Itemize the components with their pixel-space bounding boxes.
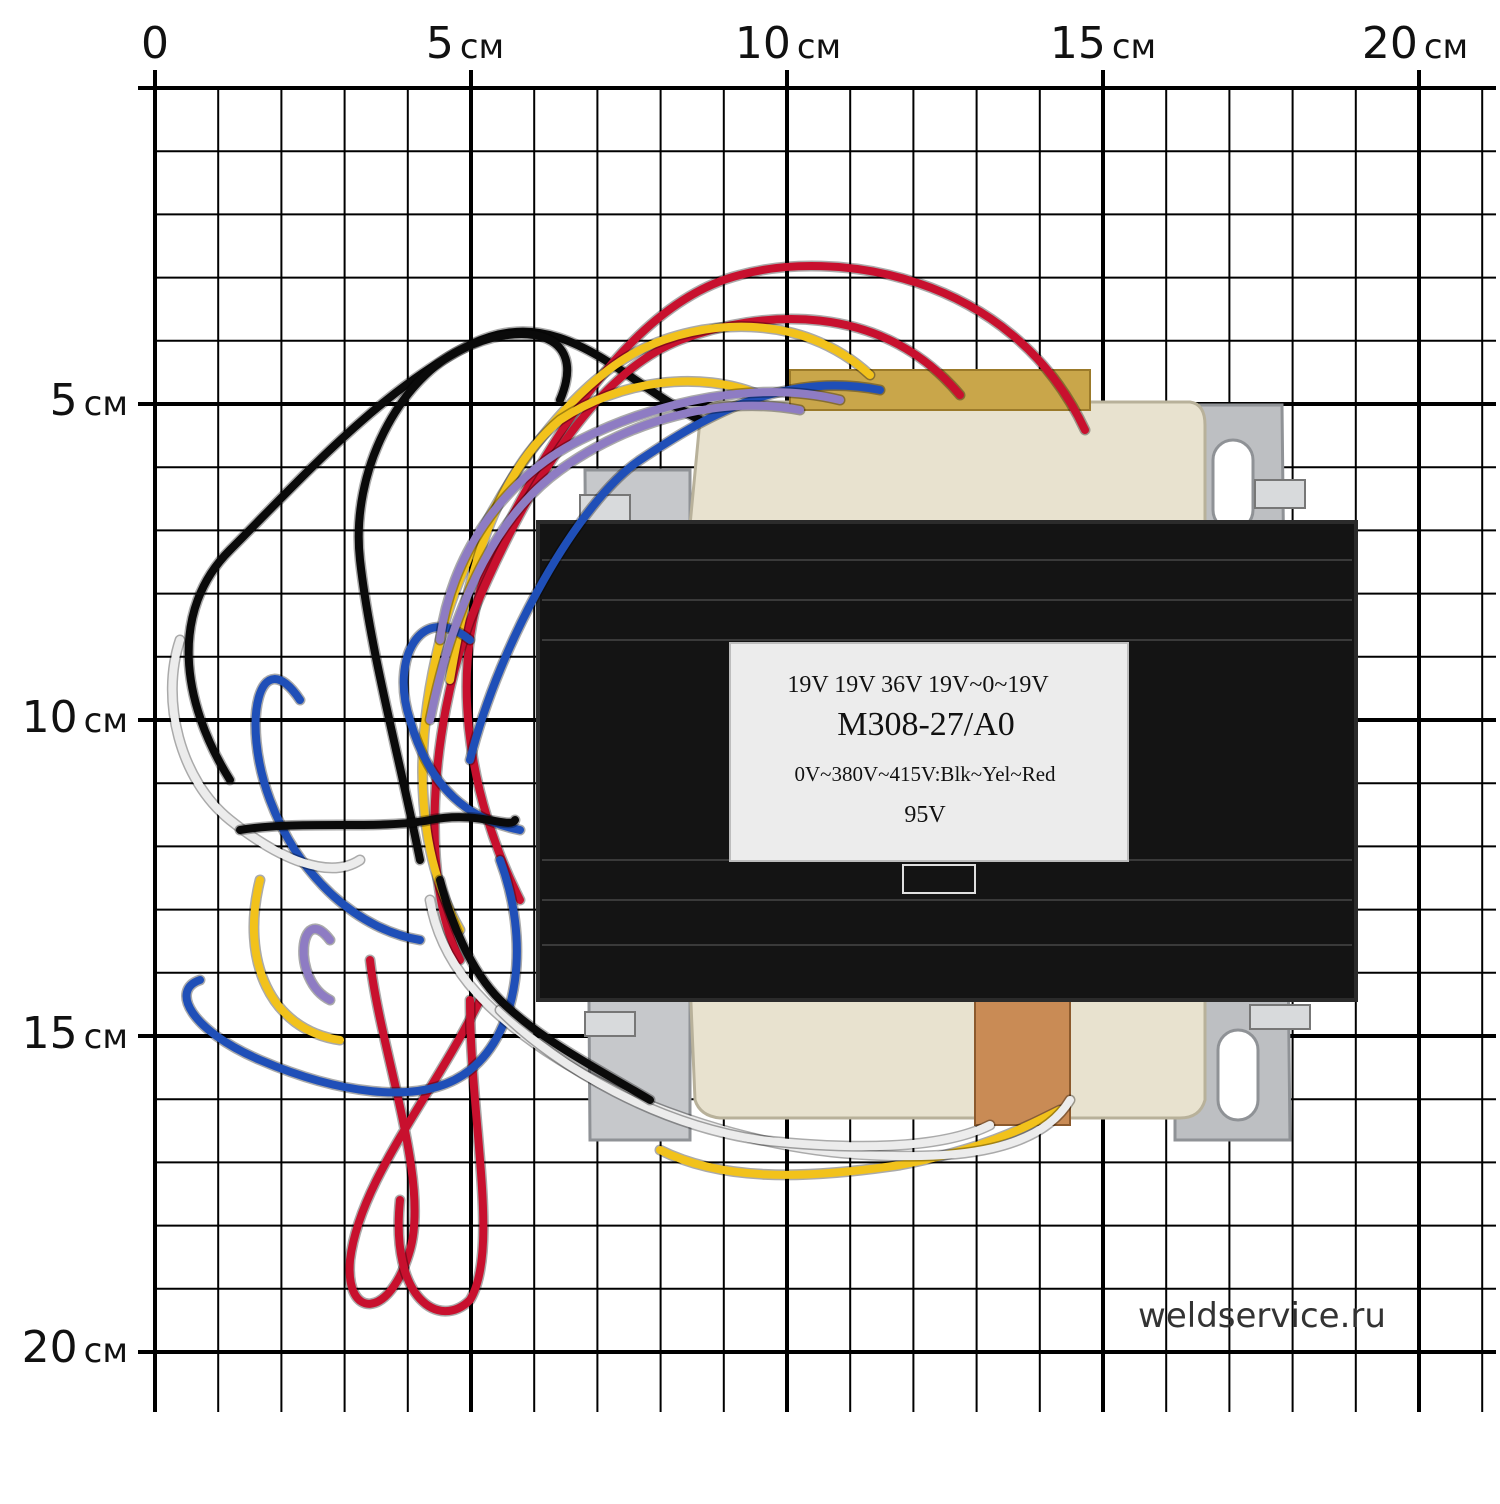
lead-wires bbox=[166, 260, 1091, 1317]
x-label-0: 0 bbox=[141, 18, 169, 69]
wire bbox=[236, 813, 519, 834]
core-marking bbox=[902, 864, 976, 894]
wire bbox=[251, 675, 424, 944]
nameplate-primary: 0V~380V~415V:Blk~Yel~Red bbox=[794, 762, 1056, 786]
wire-shadow bbox=[344, 954, 486, 1310]
nameplate-voltages: 19V 19V 36V 19V~0~19V bbox=[787, 672, 1049, 698]
wire bbox=[496, 1006, 994, 1151]
wire bbox=[394, 996, 488, 1316]
wire bbox=[354, 330, 571, 864]
wire bbox=[656, 1106, 1064, 1179]
wire bbox=[345, 956, 484, 1308]
nameplate-model: M308-27/A0 bbox=[837, 706, 1015, 743]
watermark: weldservice.ru bbox=[1138, 1296, 1386, 1336]
wire bbox=[299, 925, 334, 1004]
wire bbox=[426, 401, 804, 724]
nameplate-95v: 95V bbox=[904, 802, 946, 828]
wire bbox=[436, 388, 844, 644]
wire-shadow bbox=[248, 874, 346, 1046]
wire bbox=[168, 636, 364, 872]
wire bbox=[182, 856, 521, 1097]
wire bbox=[249, 876, 344, 1044]
nameplate: 19V 19V 36V 19V~0~19V M308-27/A0 0V~380V… bbox=[729, 642, 1129, 862]
bobbin-bottom bbox=[688, 978, 1207, 1126]
wire bbox=[436, 876, 654, 1104]
wire-shadow bbox=[166, 634, 366, 874]
wire bbox=[184, 327, 704, 784]
wire bbox=[462, 262, 1089, 904]
